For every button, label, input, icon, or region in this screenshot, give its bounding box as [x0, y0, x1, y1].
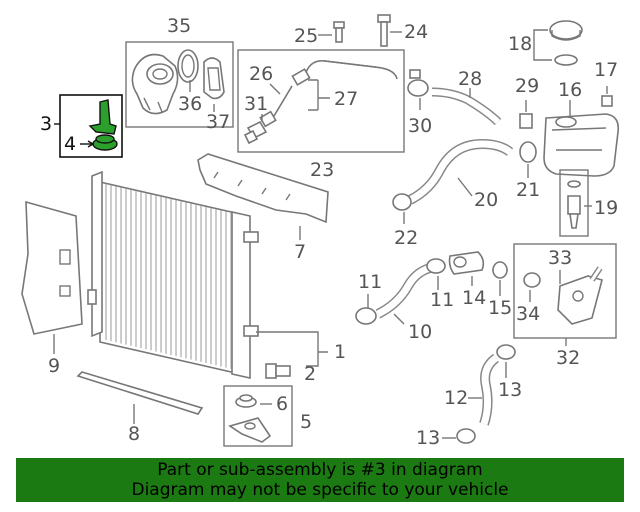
callout-14: 14 — [462, 287, 486, 309]
callout-24: 24 — [404, 21, 428, 43]
clamp-13a — [496, 344, 516, 360]
group-box-23 — [237, 49, 405, 153]
reservoir-cap — [549, 20, 583, 41]
mount-insulator-6 — [235, 394, 257, 408]
callout-1: 1 — [334, 341, 346, 363]
callout-3: 3 — [40, 113, 52, 135]
callout-7: 7 — [294, 241, 306, 263]
thermostat-cover — [203, 57, 225, 100]
hose-12 — [479, 353, 500, 426]
group-box-5 — [223, 385, 293, 447]
callout-4: 4 — [64, 133, 76, 155]
hose-20 — [407, 138, 514, 205]
banner-line-2: Diagram may not be specific to your vehi… — [131, 480, 509, 500]
callout-37: 37 — [206, 111, 230, 133]
water-pipe-assembly — [523, 266, 603, 325]
callout-16: 16 — [558, 79, 582, 101]
callout-36: 36 — [178, 93, 202, 115]
clamp-13b — [456, 428, 476, 444]
info-banner: Part or sub-assembly is #3 in diagram Di… — [16, 458, 624, 502]
drain-plug-2 — [265, 363, 291, 379]
clamp-22 — [392, 193, 412, 211]
callout-27: 27 — [334, 88, 358, 110]
callout-19: 19 — [594, 197, 618, 219]
callout-11a: 11 — [358, 271, 382, 293]
callout-35: 35 — [167, 15, 191, 37]
callout-5: 5 — [300, 411, 312, 433]
callout-11b: 11 — [430, 289, 454, 311]
clamp-30 — [407, 69, 429, 97]
callout-28: 28 — [458, 68, 482, 90]
hose-10 — [375, 263, 432, 319]
group-box-19 — [559, 169, 589, 237]
clamp-11b — [426, 258, 446, 274]
sensor-29 — [519, 113, 533, 129]
callout-15: 15 — [488, 297, 512, 319]
bolt-24 — [377, 14, 391, 47]
coolant-reservoir — [543, 100, 620, 177]
hose-assembly — [243, 60, 398, 145]
callout-29: 29 — [515, 75, 539, 97]
callout-18: 18 — [508, 33, 532, 55]
callout-13b: 13 — [416, 427, 440, 449]
callout-20: 20 — [474, 189, 498, 211]
bracket-part-3 — [88, 99, 117, 135]
group-box-32 — [513, 243, 617, 339]
lower-baffle-8 — [76, 371, 204, 415]
air-deflector-7 — [197, 153, 329, 224]
callout-6: 6 — [276, 393, 288, 415]
highlight-box-3 — [59, 94, 123, 158]
clamp-11a — [355, 307, 377, 325]
callout-26: 26 — [249, 63, 273, 85]
temp-sensor-19 — [567, 180, 581, 229]
clamp-21 — [519, 141, 537, 163]
housing-gasket — [177, 49, 199, 83]
callout-13a: 13 — [498, 379, 522, 401]
group-box-35 — [125, 41, 234, 128]
callout-9: 9 — [48, 355, 60, 377]
thermostat-housing — [131, 53, 179, 115]
clip-17 — [601, 95, 613, 107]
callout-30: 30 — [408, 115, 432, 137]
callout-10: 10 — [408, 321, 432, 343]
insulator-part-4 — [92, 134, 118, 151]
callout-22: 22 — [394, 227, 418, 249]
mount-bracket-5 — [228, 417, 272, 443]
callout-12: 12 — [444, 387, 468, 409]
callout-25: 25 — [294, 25, 318, 47]
hose-28 — [431, 87, 502, 126]
callout-17: 17 — [594, 59, 618, 81]
callout-8: 8 — [128, 423, 140, 445]
callout-21: 21 — [516, 179, 540, 201]
callout-2: 2 — [304, 363, 316, 385]
parts-diagram: 35 36 37 3 4 25 24 26 31 27 23 — [21, 14, 620, 449]
water-outlet-14 — [448, 251, 485, 275]
radiator — [87, 170, 259, 379]
cap-seal — [554, 54, 578, 66]
callout-23: 23 — [310, 159, 334, 181]
callout-31: 31 — [244, 93, 268, 115]
seal-15 — [492, 261, 508, 279]
bolt-25 — [333, 21, 345, 43]
callout-33: 33 — [548, 247, 572, 269]
banner-line-1: Part or sub-assembly is #3 in diagram — [157, 460, 483, 480]
callout-32: 32 — [556, 347, 580, 369]
side-shield-9 — [21, 200, 83, 335]
callout-34: 34 — [516, 303, 540, 325]
